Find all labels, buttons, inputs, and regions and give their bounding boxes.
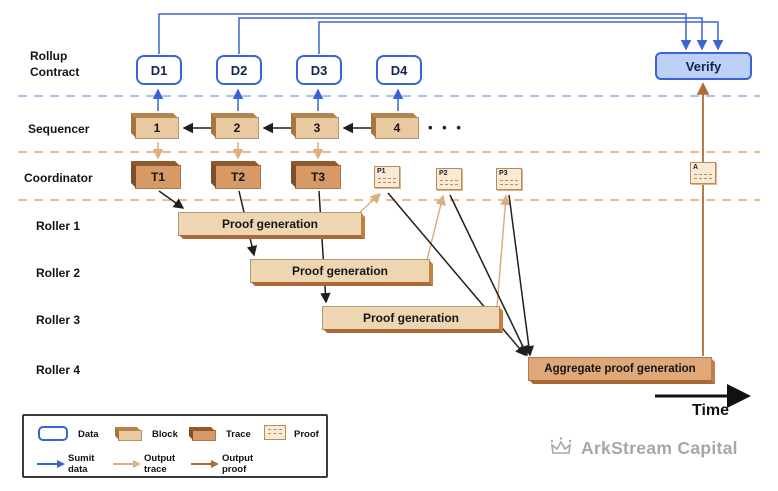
legend-trace-swatch <box>192 430 216 441</box>
proof-line <box>694 174 712 175</box>
row-label-roller-1: Roller 1 <box>36 219 81 233</box>
aggregate-proof-icon-a-label: A <box>693 164 699 171</box>
row-label-roller-3: Roller 3 <box>36 313 81 327</box>
sequencer-block-4-label: 4 <box>393 121 401 135</box>
time-axis-label: Time <box>692 402 730 419</box>
proof-line <box>440 180 458 181</box>
data-to-verify-arrows <box>158 13 724 54</box>
roller2-bar-label: Proof generation <box>291 264 388 278</box>
legend-output-proof-label: Output proof <box>222 453 254 475</box>
proof-line <box>440 184 458 185</box>
proof-line <box>378 178 396 179</box>
proof-line <box>500 180 518 181</box>
output-trace-arrows <box>152 142 511 308</box>
proof-line <box>694 178 712 179</box>
roller1-proof-generation-bar: Proof generation <box>178 212 362 236</box>
sequencer-block-1-label: 1 <box>153 121 161 135</box>
legend-block-label: Block <box>152 429 178 440</box>
divider-coordinator-rollers <box>18 199 760 201</box>
sequencer-block-3: 3 <box>295 117 339 139</box>
roller1-bar-label: Proof generation <box>221 217 318 231</box>
legend-block-swatch <box>118 430 142 441</box>
proof-icon-p3-label: P3 <box>499 170 508 177</box>
legend-submit-arrow-icon <box>37 460 65 468</box>
crown-icon <box>550 437 572 454</box>
roller4-bar-label: Aggregate proof generation <box>544 363 696 375</box>
proof-icon-p1-label: P1 <box>377 168 386 175</box>
roller3-bar-label: Proof generation <box>362 311 459 325</box>
row-label-roller-2: Roller 2 <box>36 266 81 280</box>
row-label-coordinator: Coordinator <box>24 171 93 185</box>
watermark-text: ArkStream Capital <box>581 437 738 458</box>
sequencer-block-1: 1 <box>135 117 179 139</box>
legend-output-trace-arrow-icon <box>113 460 141 468</box>
legend-proof-swatch <box>264 425 286 440</box>
sequencer-ellipsis: • • • <box>428 120 464 135</box>
row-label-rollup-contract: Rollup Contract <box>30 49 80 80</box>
proof-icon-p1: P1 <box>374 166 400 188</box>
legend-submit-data-label: Sumit data <box>68 453 95 475</box>
row-label-roller-4: Roller 4 <box>36 363 81 377</box>
proof-line <box>378 182 396 183</box>
divider-contract-sequencer <box>18 95 760 97</box>
proof-icon-p2: P2 <box>436 168 462 190</box>
legend-box: Data Block Trace Proof Sumit data Output… <box>22 414 328 478</box>
watermark: ArkStream Capital <box>548 436 738 460</box>
legend-data-label: Data <box>78 429 99 440</box>
proof-icon-p3: P3 <box>496 168 522 190</box>
trace-block-t2-label: T2 <box>230 170 245 184</box>
trace-block-t2: T2 <box>215 165 261 189</box>
sequencer-block-2: 2 <box>215 117 259 139</box>
roller4-aggregate-proof-bar: Aggregate proof generation <box>528 357 712 381</box>
legend-output-proof-arrow-icon <box>191 460 219 468</box>
row-label-sequencer: Sequencer <box>28 122 90 136</box>
sequencer-block-2-label: 2 <box>233 121 241 135</box>
data-node-d2: D2 <box>216 55 262 85</box>
roller3-proof-generation-bar: Proof generation <box>322 306 500 330</box>
aggregate-proof-icon-a: A <box>690 162 716 184</box>
roller2-proof-generation-bar: Proof generation <box>250 259 430 283</box>
data-node-d1: D1 <box>136 55 182 85</box>
trace-block-t3-label: T3 <box>310 170 325 184</box>
legend-trace-label: Trace <box>226 429 251 440</box>
data-node-d4: D4 <box>376 55 422 85</box>
sequencer-block-3-label: 3 <box>313 121 321 135</box>
proof-line <box>268 433 282 434</box>
sequencer-block-4: 4 <box>375 117 419 139</box>
legend-output-trace-label: Output trace <box>144 453 176 475</box>
trace-block-t3: T3 <box>295 165 341 189</box>
legend-data-swatch <box>38 426 68 441</box>
verify-node: Verify <box>655 52 752 80</box>
legend-proof-label: Proof <box>294 429 319 440</box>
data-node-d3: D3 <box>296 55 342 85</box>
submit-data-arrows <box>152 88 404 111</box>
divider-sequencer-coordinator <box>18 151 760 153</box>
proof-line <box>500 184 518 185</box>
proof-icon-p2-label: P2 <box>439 170 448 177</box>
trace-block-t1-label: T1 <box>150 170 165 184</box>
proof-line <box>268 429 282 430</box>
trace-block-t1: T1 <box>135 165 181 189</box>
